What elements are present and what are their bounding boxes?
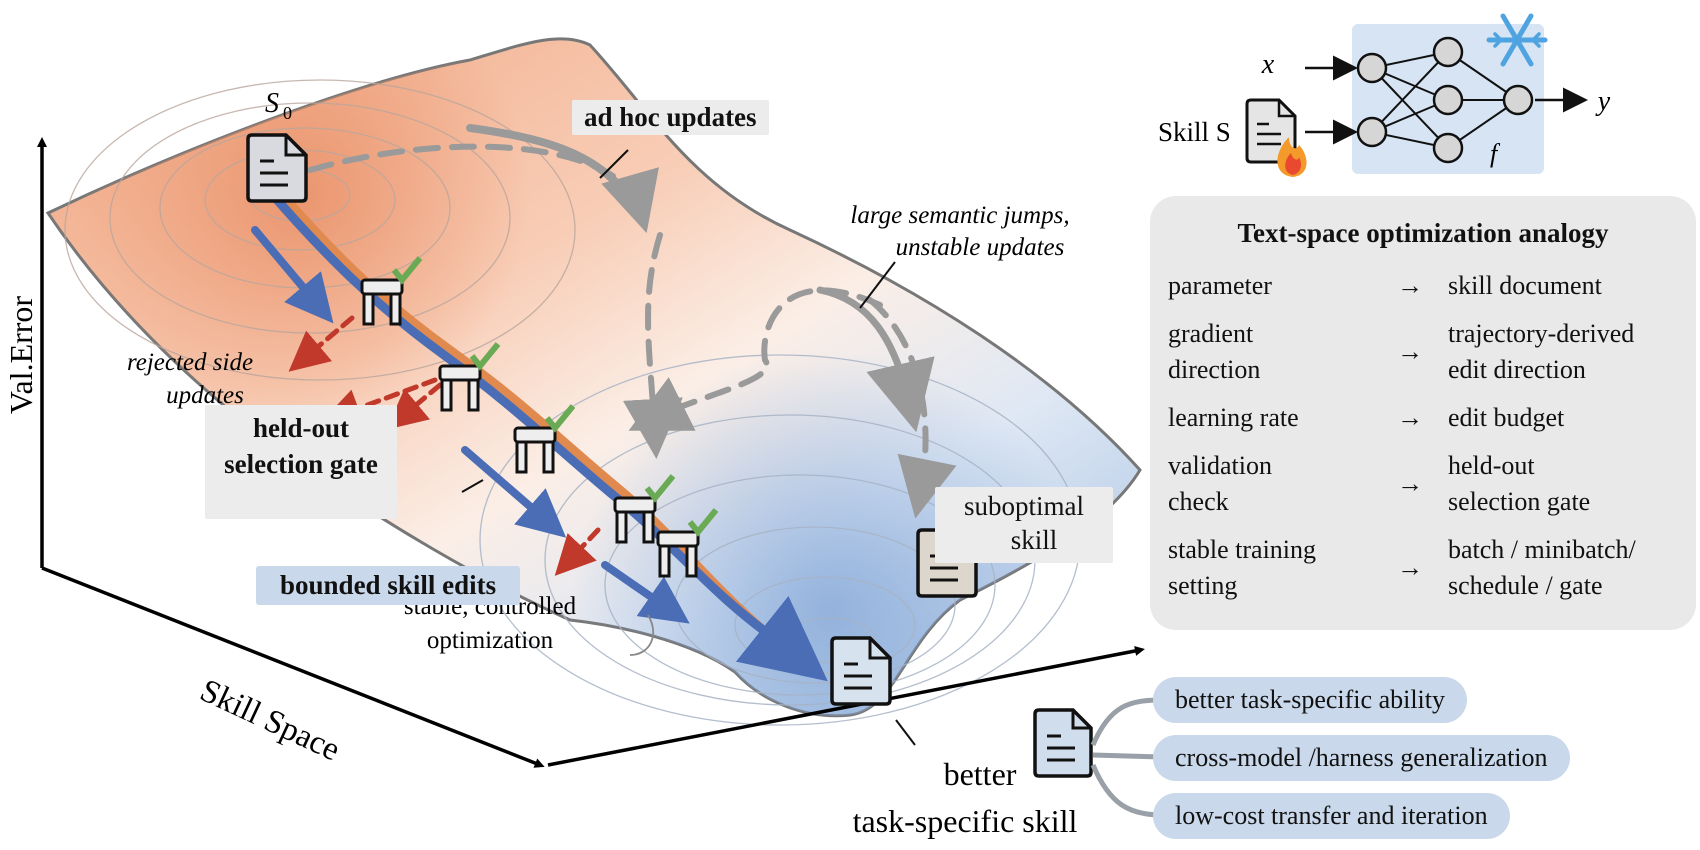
analogy-param: learning rate — [1168, 403, 1299, 432]
outcome-pill: better task-specific ability — [1153, 677, 1468, 723]
y-axis-label: Val.Error — [3, 296, 39, 415]
outcome-document-icon — [1033, 708, 1093, 778]
analogy-arrow: → — [1397, 271, 1423, 300]
gate-icon — [656, 508, 719, 578]
better-skill-label: better task-specific skill — [853, 756, 1078, 839]
better-skill-document-icon — [830, 636, 892, 706]
rejected-label-line2: updates — [166, 382, 244, 409]
bounded-edit-arrows — [251, 226, 690, 624]
analogy-param: gradient — [1168, 319, 1254, 348]
skill-s-label: Skill S — [1158, 117, 1231, 147]
analogy-param: parameter — [1168, 271, 1272, 300]
analogy-param: validation — [1168, 451, 1272, 480]
axes — [37, 137, 1145, 768]
bounded-edits-callout: bounded skill edits — [256, 566, 521, 605]
analogy-param-line2: check — [1168, 487, 1229, 516]
rejected-label-line1: rejected side — [127, 349, 253, 376]
snowflake-icon — [1486, 13, 1548, 67]
start-label: S 0 — [265, 88, 292, 123]
leader-lines — [461, 149, 916, 746]
fire-icon — [1277, 137, 1307, 177]
analogy-param-line2: direction — [1168, 355, 1261, 384]
gate-callout-line1: held-out — [252, 413, 350, 443]
suboptimal-callout: suboptimal skill — [935, 487, 1113, 563]
stable-leader — [629, 614, 655, 656]
analogy-row: learning rate → edit budget — [1168, 400, 1688, 436]
outcome-connectors — [1090, 697, 1163, 818]
gate-icon — [613, 474, 676, 544]
selection-gates — [360, 256, 719, 578]
gate-icon — [438, 342, 501, 412]
analogy-skill: batch / minibatch/ — [1448, 535, 1636, 564]
analogy-skill-line2: selection gate — [1448, 487, 1591, 516]
analogy-arrow: → — [1397, 403, 1423, 432]
svg-text:S: S — [265, 88, 279, 119]
analogy-skill: trajectory-derived — [1448, 319, 1635, 348]
analogy-arrow: → — [1397, 337, 1423, 366]
analogy-arrow: → — [1397, 553, 1423, 582]
annotation-italics: large semantic jumps, unstable updates r… — [127, 202, 1070, 409]
gate-icon — [513, 404, 576, 474]
analogy-skill-line2: edit direction — [1448, 355, 1586, 384]
analogy-param-line2: setting — [1168, 571, 1238, 600]
gate-icon — [360, 256, 423, 326]
svg-text:optimization: optimization — [427, 627, 554, 654]
jumps-label-line2: unstable updates — [896, 234, 1065, 261]
analogy-row: parameter → skill document — [1168, 268, 1688, 304]
ad-hoc-update-arrows — [307, 124, 957, 519]
analogy-arrow: → — [1397, 469, 1423, 498]
analogy-skill: skill document — [1448, 271, 1602, 300]
analogy-param: stable training — [1168, 535, 1317, 564]
analogy-row: gradient direction → trajectory-derived … — [1168, 316, 1688, 388]
function-f-label: f — [1490, 139, 1501, 168]
analogy-skill: held-out — [1448, 451, 1535, 480]
analogy-row: validation check → held-out selection ga… — [1168, 448, 1688, 520]
input-x-label: x — [1261, 49, 1275, 80]
outcome-pill: low-cost transfer and iteration — [1153, 793, 1510, 839]
svg-text:better: better — [944, 756, 1017, 792]
x-axis-label: Skill Space — [195, 673, 346, 769]
analogy-skill: edit budget — [1448, 403, 1565, 432]
network-panel — [1305, 24, 1588, 174]
suboptimal-line1: suboptimal — [964, 491, 1084, 521]
suboptimal-line2: skill — [1010, 525, 1058, 555]
analogy-row: stable training setting → batch / miniba… — [1168, 532, 1688, 604]
start-skill-document-icon — [246, 133, 308, 203]
ad-hoc-updates-callout: ad hoc updates — [572, 100, 769, 135]
analogy-skill-line2: schedule / gate — [1448, 571, 1603, 600]
error-surface — [45, 37, 1142, 726]
gate-callout: held-out selection gate — [205, 405, 397, 519]
output-y-label: y — [1595, 86, 1611, 117]
svg-text:0: 0 — [283, 103, 292, 123]
analogy-panel: Text-space optimization analogy paramete… — [1150, 196, 1696, 630]
jumps-label-line1: large semantic jumps, — [850, 202, 1069, 229]
network-labels: x y Skill S f — [1158, 49, 1611, 168]
analogy-title: Text-space optimization analogy — [1237, 218, 1609, 248]
gate-callout-line2: selection gate — [224, 449, 378, 479]
svg-text:task-specific skill: task-specific skill — [853, 803, 1078, 839]
outcome-pill: cross-model /harness generalization — [1153, 735, 1570, 781]
